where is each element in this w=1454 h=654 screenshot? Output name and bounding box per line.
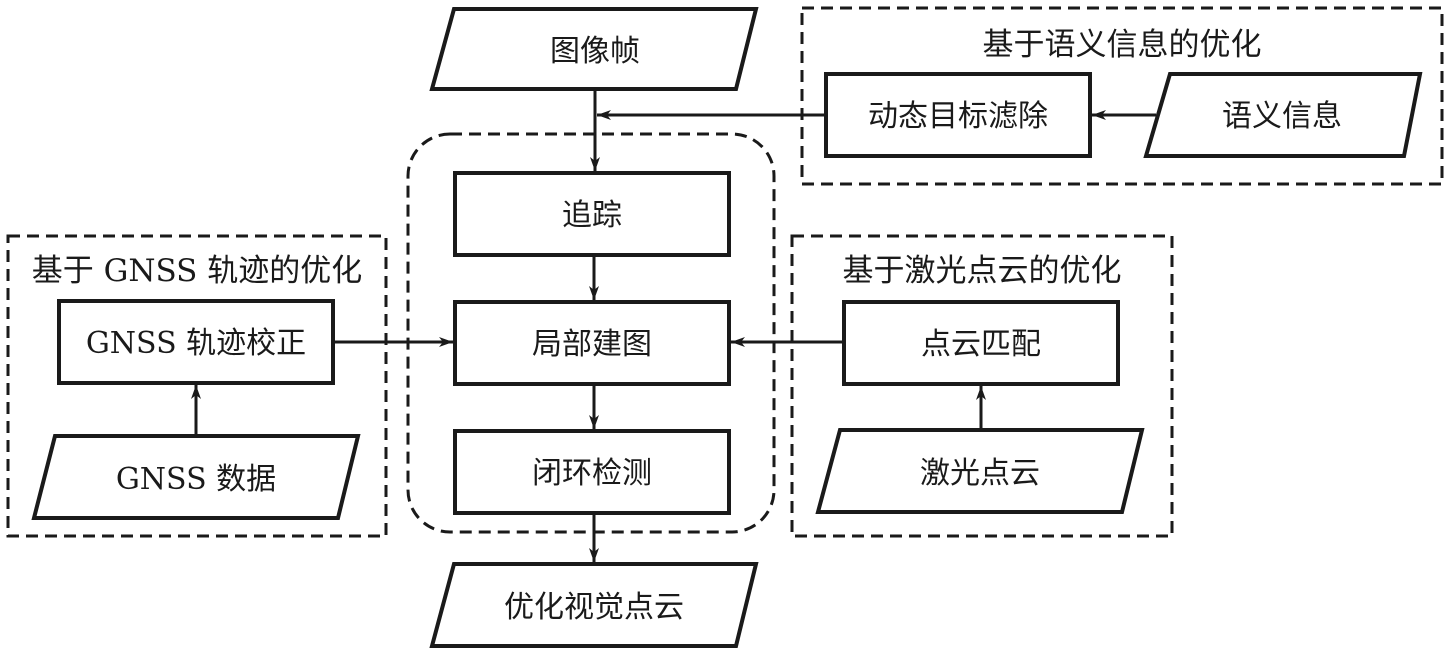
node-gnss-correction-shape (57, 299, 335, 385)
node-loop-closure-label: 闭环检测 (532, 456, 652, 491)
node-tracking-label: 追踪 (562, 198, 622, 233)
node-semantic-info-label: 语义信息 (1222, 99, 1342, 134)
node-dynamic-filter-shape (824, 72, 1092, 158)
node-lidar-cloud-shape (815, 428, 1145, 514)
node-optimized-cloud-shape (429, 562, 759, 648)
node-image-frame-label: 图像帧 (550, 34, 640, 69)
node-tracking-shape (453, 171, 731, 257)
node-image-frame-shape (429, 7, 759, 91)
group-lidar-title: 基于激光点云的优化 (843, 253, 1122, 289)
node-gnss-data-shape (31, 434, 361, 520)
node-lidar-cloud-label: 激光点云 (920, 456, 1040, 491)
node-loop-closure-shape (453, 429, 731, 515)
group-gnss-title: 基于 GNSS 轨迹的优化 (32, 253, 363, 289)
group-semantic-optimization (800, 6, 1444, 186)
node-local-mapping-label: 局部建图 (532, 327, 652, 362)
group-semantic-title: 基于语义信息的优化 (983, 27, 1262, 63)
group-gnss-optimization (6, 234, 388, 538)
node-local-mapping-shape (453, 300, 731, 386)
node-optimized-cloud-label: 优化视觉点云 (504, 590, 684, 625)
node-gnss-data-label: GNSS 数据 (116, 462, 276, 497)
node-cloud-matching-label: 点云匹配 (921, 327, 1041, 362)
node-semantic-info-shape (1143, 72, 1423, 158)
group-visual-slam-core (406, 132, 776, 534)
group-lidar-optimization (790, 234, 1174, 538)
node-dynamic-filter-label: 动态目标滤除 (868, 99, 1048, 134)
node-gnss-correction-label: GNSS 轨迹校正 (86, 326, 306, 361)
